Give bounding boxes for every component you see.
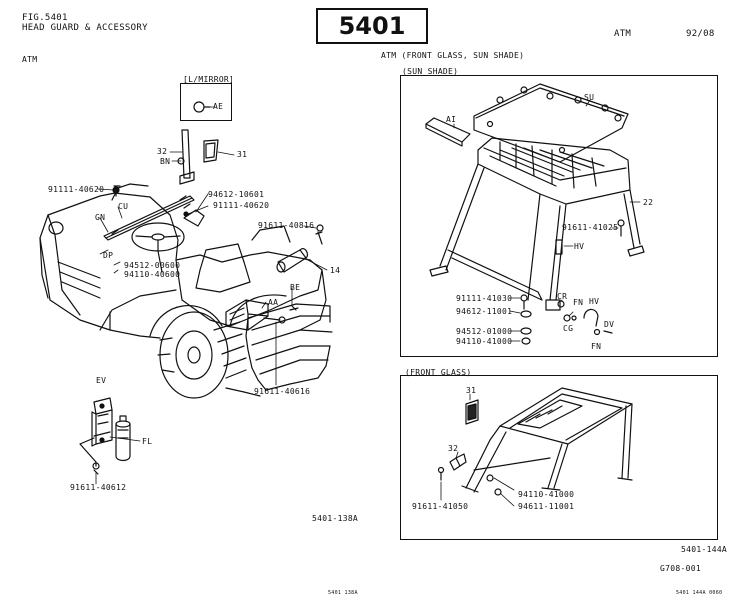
label-94612-10601: 94612-10601 <box>208 190 265 199</box>
tractor-body <box>39 192 333 399</box>
label-bn: BN <box>160 157 171 166</box>
ev-bracket <box>79 397 113 475</box>
front-glass-leaders <box>440 393 515 507</box>
label-dp: DP <box>103 251 114 260</box>
label-hv-1: HV <box>574 242 585 251</box>
sun-shade-title: (SUN SHADE) <box>402 67 459 76</box>
label-31-left: 31 <box>237 150 248 159</box>
left-drawing-id: 5401-138A <box>312 514 359 523</box>
label-32-right: 32 <box>448 444 459 453</box>
scan-footer-right: 5401 144A 0060 <box>676 590 723 596</box>
label-be: BE <box>290 283 301 292</box>
fire-extinguisher <box>115 415 131 462</box>
label-94512-00600: 94512-00600 <box>124 261 181 270</box>
label-22: 22 <box>643 198 654 207</box>
figure-title: HEAD GUARD & ACCESSORY <box>22 23 148 33</box>
label-91111-41030: 91111-41030 <box>456 294 513 303</box>
label-94110-41000-fg: 94110-41000 <box>518 490 575 499</box>
light-box-part <box>225 299 299 331</box>
sun-shade-art <box>425 83 645 345</box>
label-94110-41000-ss: 94110-41000 <box>456 337 513 346</box>
label-32-left: 32 <box>157 147 168 156</box>
label-94612-11001: 94612-11001 <box>456 307 513 316</box>
label-91611-40616: 91611-40616 <box>254 387 311 396</box>
label-ai: AI <box>446 115 457 124</box>
label-cu: CU <box>118 202 129 211</box>
mirror-inset-box <box>180 83 232 121</box>
right-drawing-id: 5401-144A <box>681 545 728 554</box>
label-91611-40816: 91611-40816 <box>258 221 315 230</box>
right-panel-caption: ATM (FRONT GLASS, SUN SHADE) <box>381 51 525 60</box>
label-14: 14 <box>330 266 341 275</box>
cylinder-part <box>276 224 324 273</box>
label-ev: EV <box>96 376 107 385</box>
scan-footer-left: 5401 138A <box>328 590 358 596</box>
label-91111-40620-b: 91111-40620 <box>213 201 270 210</box>
mirror-parts <box>177 101 219 185</box>
label-91611-41050: 91611-41050 <box>412 502 469 511</box>
label-cg: CG <box>563 324 574 333</box>
label-91611-41025: 91611-41025 <box>562 223 619 232</box>
label-dv: DV <box>604 320 615 329</box>
label-ae: AE <box>213 102 224 111</box>
label-91111-40620-a: 91111-40620 <box>48 185 105 194</box>
left-panel-caption: ATM <box>22 55 38 64</box>
label-94611-11001: 94611-11001 <box>518 502 575 511</box>
label-94110-40600: 94110-40600 <box>124 270 181 279</box>
front-glass-box <box>400 375 718 540</box>
label-fn-1: FN <box>573 298 584 307</box>
label-31-right: 31 <box>466 386 477 395</box>
front-glass-art <box>437 387 633 496</box>
label-fn-2: FN <box>591 342 602 351</box>
sun-shade-box <box>400 75 718 357</box>
left-leader-lines <box>95 106 328 485</box>
label-hv-2: HV <box>589 297 600 306</box>
reference-code: G708-001 <box>660 564 701 573</box>
revision-date: 92/08 <box>686 29 715 39</box>
label-aa: AA <box>268 298 279 307</box>
model-code: ATM <box>614 29 632 39</box>
label-su: SU <box>584 93 595 102</box>
label-cr: CR <box>557 292 568 301</box>
figure-number: FIG.5401 <box>22 13 68 23</box>
mirror-inset-title: [L/MIRROR] <box>183 75 235 84</box>
page-number-box: 5401 <box>316 8 428 44</box>
label-gn: GN <box>95 213 106 222</box>
sun-shade-leaders <box>453 99 641 342</box>
head-guard-bar <box>103 183 205 241</box>
label-fl: FL <box>142 437 153 446</box>
label-94512-01000: 94512-01000 <box>456 327 513 336</box>
front-glass-title: (FRONT GLASS) <box>405 368 472 377</box>
label-91611-40612: 91611-40612 <box>70 483 127 492</box>
